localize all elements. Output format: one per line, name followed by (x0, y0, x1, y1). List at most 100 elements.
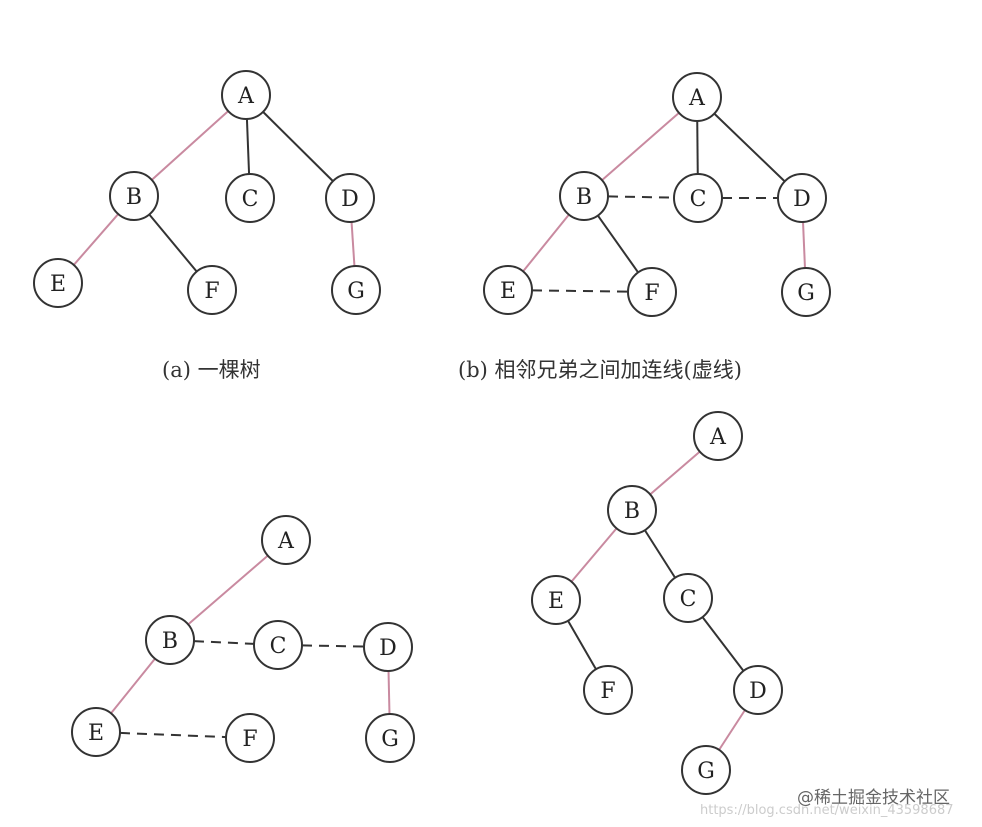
node-circle (363, 622, 413, 672)
node-D: D (733, 665, 783, 715)
node-label: G (381, 727, 399, 752)
node-circle (663, 573, 713, 623)
node-circle (733, 665, 783, 715)
node-circle (187, 265, 237, 315)
edge-B-F (597, 215, 639, 273)
sibling-link-C-D (301, 644, 365, 648)
watermark-url: https://blog.csdn.net/weixin_43598687 (700, 803, 954, 818)
edge-A-C (696, 120, 699, 175)
sibling-link-B-C (193, 640, 255, 645)
node-label: C (690, 187, 707, 212)
node-G: G (331, 265, 381, 315)
node-D: D (777, 173, 827, 223)
node-label: F (242, 727, 257, 752)
edge-A-C (245, 118, 251, 175)
edge-B-E (73, 213, 119, 266)
node-label: G (797, 281, 815, 306)
node-C: C (663, 573, 713, 623)
node-label: C (242, 187, 259, 212)
node-label: A (237, 84, 255, 109)
node-E: E (531, 575, 581, 625)
node-circle (221, 70, 271, 120)
node-label: E (88, 721, 104, 746)
node-circle (145, 615, 195, 665)
node-label: D (793, 187, 811, 212)
edge-D-G (387, 670, 391, 715)
node-circle (331, 265, 381, 315)
node-B: B (145, 615, 195, 665)
sibling-link-B-C (607, 195, 675, 199)
node-circle (261, 515, 311, 565)
edge-A-B (649, 450, 701, 496)
edge-B-F (148, 213, 198, 273)
node-circle (365, 713, 415, 763)
node-label: D (379, 636, 397, 661)
node-label: B (162, 629, 178, 654)
node-circle (693, 411, 743, 461)
edge-B-C (644, 529, 676, 579)
tree-c: A B C D E F G (71, 515, 415, 763)
node-F: F (187, 265, 237, 315)
node-label: E (548, 589, 564, 614)
edge-E-F (567, 620, 597, 670)
node-circle (225, 713, 275, 763)
node-C: C (673, 173, 723, 223)
node-circle (559, 171, 609, 221)
node-circle (33, 258, 83, 308)
node-A: A (261, 515, 311, 565)
caption-a: (a) 一棵树 (162, 358, 261, 382)
tree-b: A B C D E F G (483, 72, 831, 317)
node-E: E (33, 258, 83, 308)
node-label: C (270, 634, 287, 659)
edge-B-E (570, 527, 618, 583)
edge-D-G (350, 221, 356, 267)
node-circle (672, 72, 722, 122)
node-F: F (583, 665, 633, 715)
node-label: F (644, 281, 659, 306)
node-B: B (109, 171, 159, 221)
node-label: B (576, 185, 592, 210)
node-E: E (483, 265, 533, 315)
caption-b: (b) 相邻兄弟之间加连线(虚线) (458, 358, 742, 382)
node-G: G (781, 267, 831, 317)
node-circle (781, 267, 831, 317)
edge-A-D (713, 112, 786, 183)
node-C: C (225, 173, 275, 223)
node-B: B (607, 485, 657, 535)
node-C: C (253, 620, 303, 670)
node-label: D (341, 187, 359, 212)
node-circle (325, 173, 375, 223)
node-circle (681, 745, 731, 795)
node-label: A (709, 425, 727, 450)
node-circle (71, 707, 121, 757)
edge-A-B (151, 110, 229, 181)
node-label: B (624, 499, 640, 524)
node-circle (627, 267, 677, 317)
tree-d: A B C D E F G (531, 411, 783, 795)
watermark-site: @稀土掘金技术社区 (797, 788, 950, 808)
edge-D-G (718, 709, 746, 751)
edge-A-D (262, 111, 334, 182)
node-G: G (365, 713, 415, 763)
node-label: E (50, 272, 66, 297)
tree-a: A B C D E F G (33, 70, 381, 315)
edge-A-B (187, 554, 269, 626)
node-B: B (559, 171, 609, 221)
edge-C-D (701, 616, 745, 672)
node-label: E (500, 279, 516, 304)
node-circle (109, 171, 159, 221)
node-label: C (680, 587, 697, 612)
node-label: A (688, 86, 706, 111)
node-label: F (204, 279, 219, 304)
node-circle (673, 173, 723, 223)
node-G: G (681, 745, 731, 795)
node-label: F (600, 679, 615, 704)
edge-B-E (522, 214, 570, 272)
node-label: D (749, 679, 767, 704)
node-E: E (71, 707, 121, 757)
node-A: A (693, 411, 743, 461)
node-D: D (363, 622, 413, 672)
node-label: G (697, 759, 715, 784)
node-label: A (277, 529, 295, 554)
